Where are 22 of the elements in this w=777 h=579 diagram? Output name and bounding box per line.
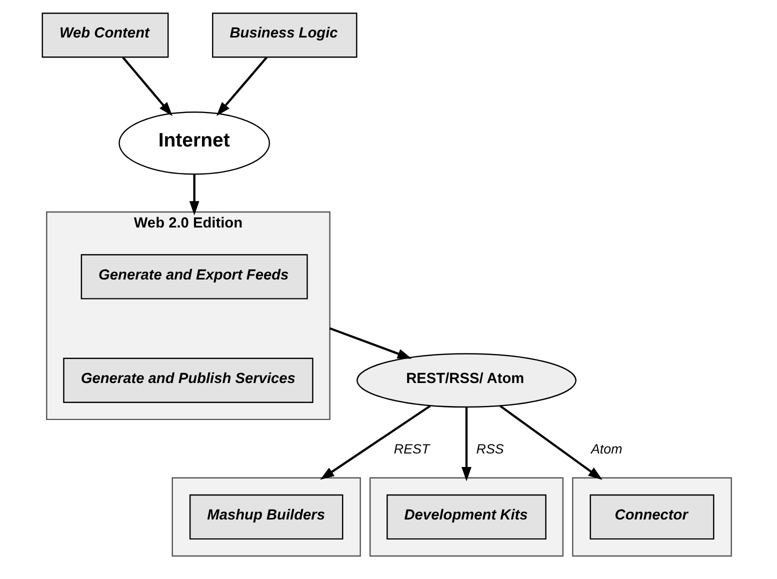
cluster bbox=[572, 477, 732, 557]
node-box: Web Content bbox=[41, 12, 168, 58]
arrow bbox=[320, 404, 430, 480]
node-box: Development Kits bbox=[386, 494, 546, 540]
arrow bbox=[216, 56, 268, 116]
arrow bbox=[188, 174, 199, 216]
node-box: Business Logic bbox=[212, 12, 357, 58]
edge-label: RSS bbox=[476, 441, 504, 456]
node-ellipse: Internet bbox=[118, 112, 270, 175]
node-box: Connector bbox=[589, 494, 714, 540]
node-box: Generate and Export Feeds bbox=[80, 254, 308, 300]
edge-label: REST bbox=[393, 441, 430, 456]
arrow bbox=[498, 405, 602, 480]
cluster bbox=[368, 477, 564, 557]
node-box: Mashup Builders bbox=[188, 494, 343, 540]
arrow bbox=[461, 407, 471, 482]
node-ellipse: REST/RSS/ Atom bbox=[356, 353, 576, 408]
cluster bbox=[171, 477, 360, 557]
edge-label: Atom bbox=[590, 441, 622, 456]
arrow bbox=[328, 327, 412, 359]
node-box: Generate and Publish Services bbox=[62, 358, 313, 403]
arrow bbox=[122, 56, 172, 116]
